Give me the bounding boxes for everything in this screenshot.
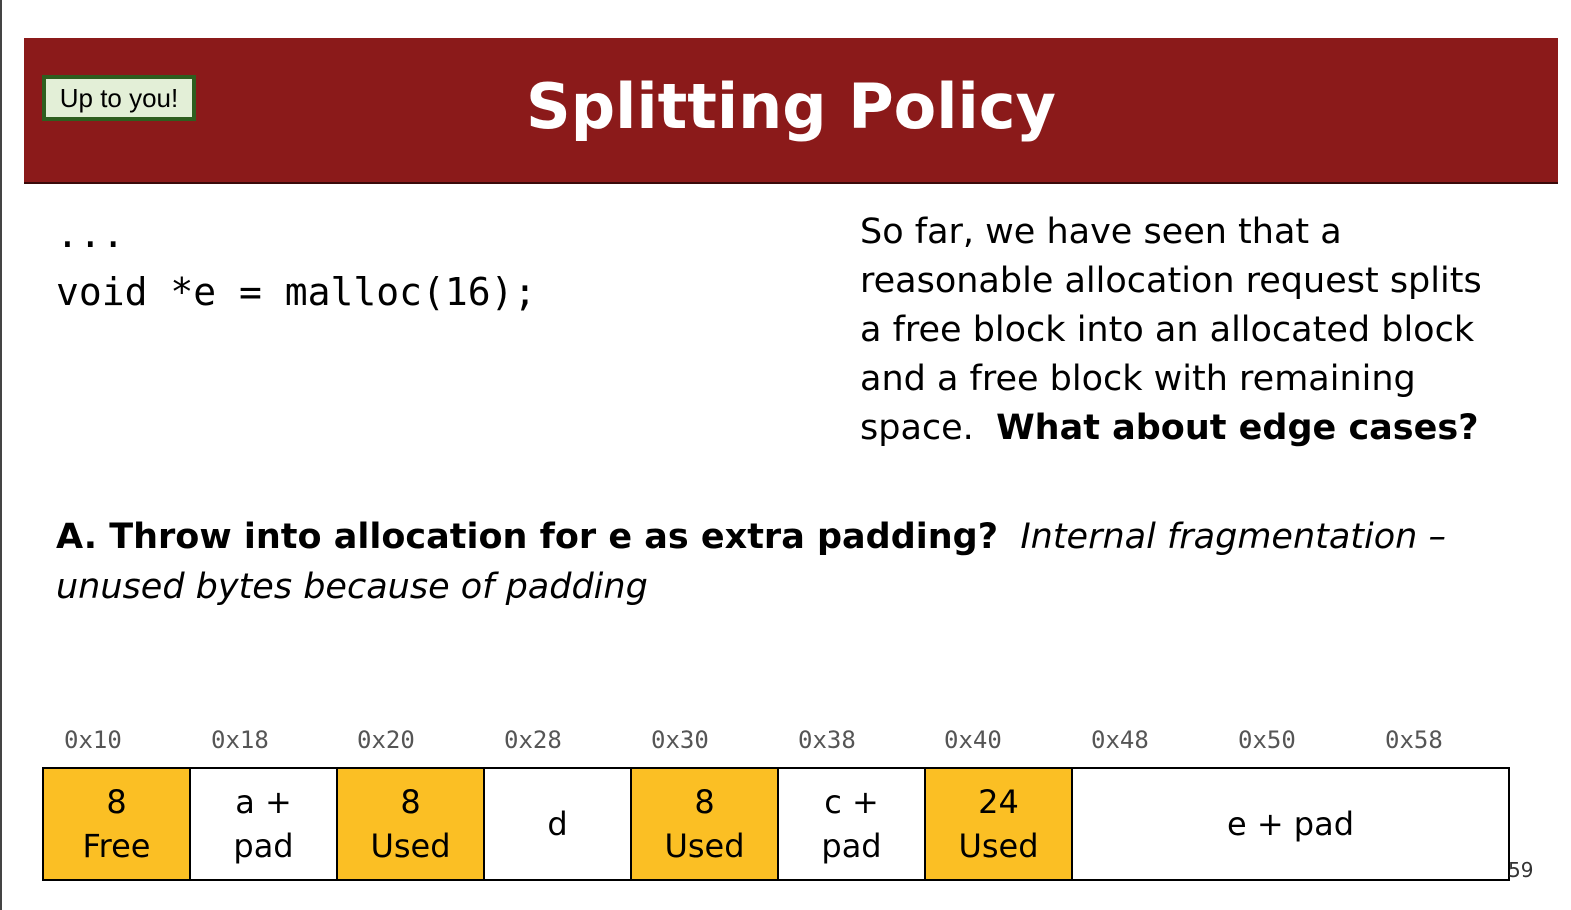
code-ellipsis: ... (56, 212, 125, 256)
block-status: Used (958, 827, 1039, 865)
payload-label: a + (235, 783, 292, 821)
block-size: 8 (400, 783, 421, 821)
option-a-text: A. Throw into allocation for e as extra … (56, 512, 1476, 612)
heap-payload: d (485, 769, 632, 879)
block-status: Used (370, 827, 451, 865)
heap-payload: c + pad (779, 769, 926, 879)
block-status: Used (664, 827, 745, 865)
address-label: 0x38 (798, 726, 856, 754)
payload-label: c + (824, 783, 879, 821)
payload-label: pad (233, 827, 294, 865)
heap-payload: e + pad (1073, 769, 1508, 879)
block-size: 8 (106, 783, 127, 821)
up-to-you-badge: Up to you! (42, 75, 196, 121)
address-label: 0x40 (944, 726, 1002, 754)
code-malloc-line: void *e = malloc(16); (56, 270, 537, 314)
payload-label: pad (821, 827, 882, 865)
option-a-explanation: Internal fragmentation – (1020, 517, 1446, 557)
address-label: 0x20 (357, 726, 415, 754)
heap-payload: a + pad (191, 769, 338, 879)
address-label: 0x48 (1091, 726, 1149, 754)
edge-cases-question: What about edge cases? (996, 408, 1479, 448)
address-label: 0x58 (1385, 726, 1443, 754)
option-a-explanation-cont: unused bytes because of padding (56, 567, 648, 607)
description-text: space. (860, 408, 997, 448)
slide-left-border (0, 0, 2, 910)
page-number: 59 (1508, 858, 1534, 882)
block-status: Free (82, 827, 151, 865)
description-line: and a free block with remaining (860, 359, 1416, 399)
payload-label: e + pad (1226, 805, 1355, 843)
payload-label: d (547, 805, 568, 843)
title-bar (24, 38, 1558, 184)
description-line: space. What about edge cases? (860, 404, 1540, 453)
description-line: a free block into an allocated block (860, 310, 1475, 350)
address-label: 0x18 (211, 726, 269, 754)
description-line: So far, we have seen that a (860, 212, 1342, 252)
block-size: 24 (978, 783, 1019, 821)
description-paragraph: So far, we have seen that a reasonable a… (860, 208, 1540, 453)
address-label: 0x28 (504, 726, 562, 754)
block-size: 8 (694, 783, 715, 821)
description-line: reasonable allocation request splits (860, 261, 1482, 301)
option-a-label: A. Throw into allocation for e as extra … (56, 517, 999, 557)
address-label: 0x50 (1238, 726, 1296, 754)
address-label: 0x10 (64, 726, 122, 754)
address-label: 0x30 (651, 726, 709, 754)
slide-title: Splitting Policy (526, 70, 1056, 143)
